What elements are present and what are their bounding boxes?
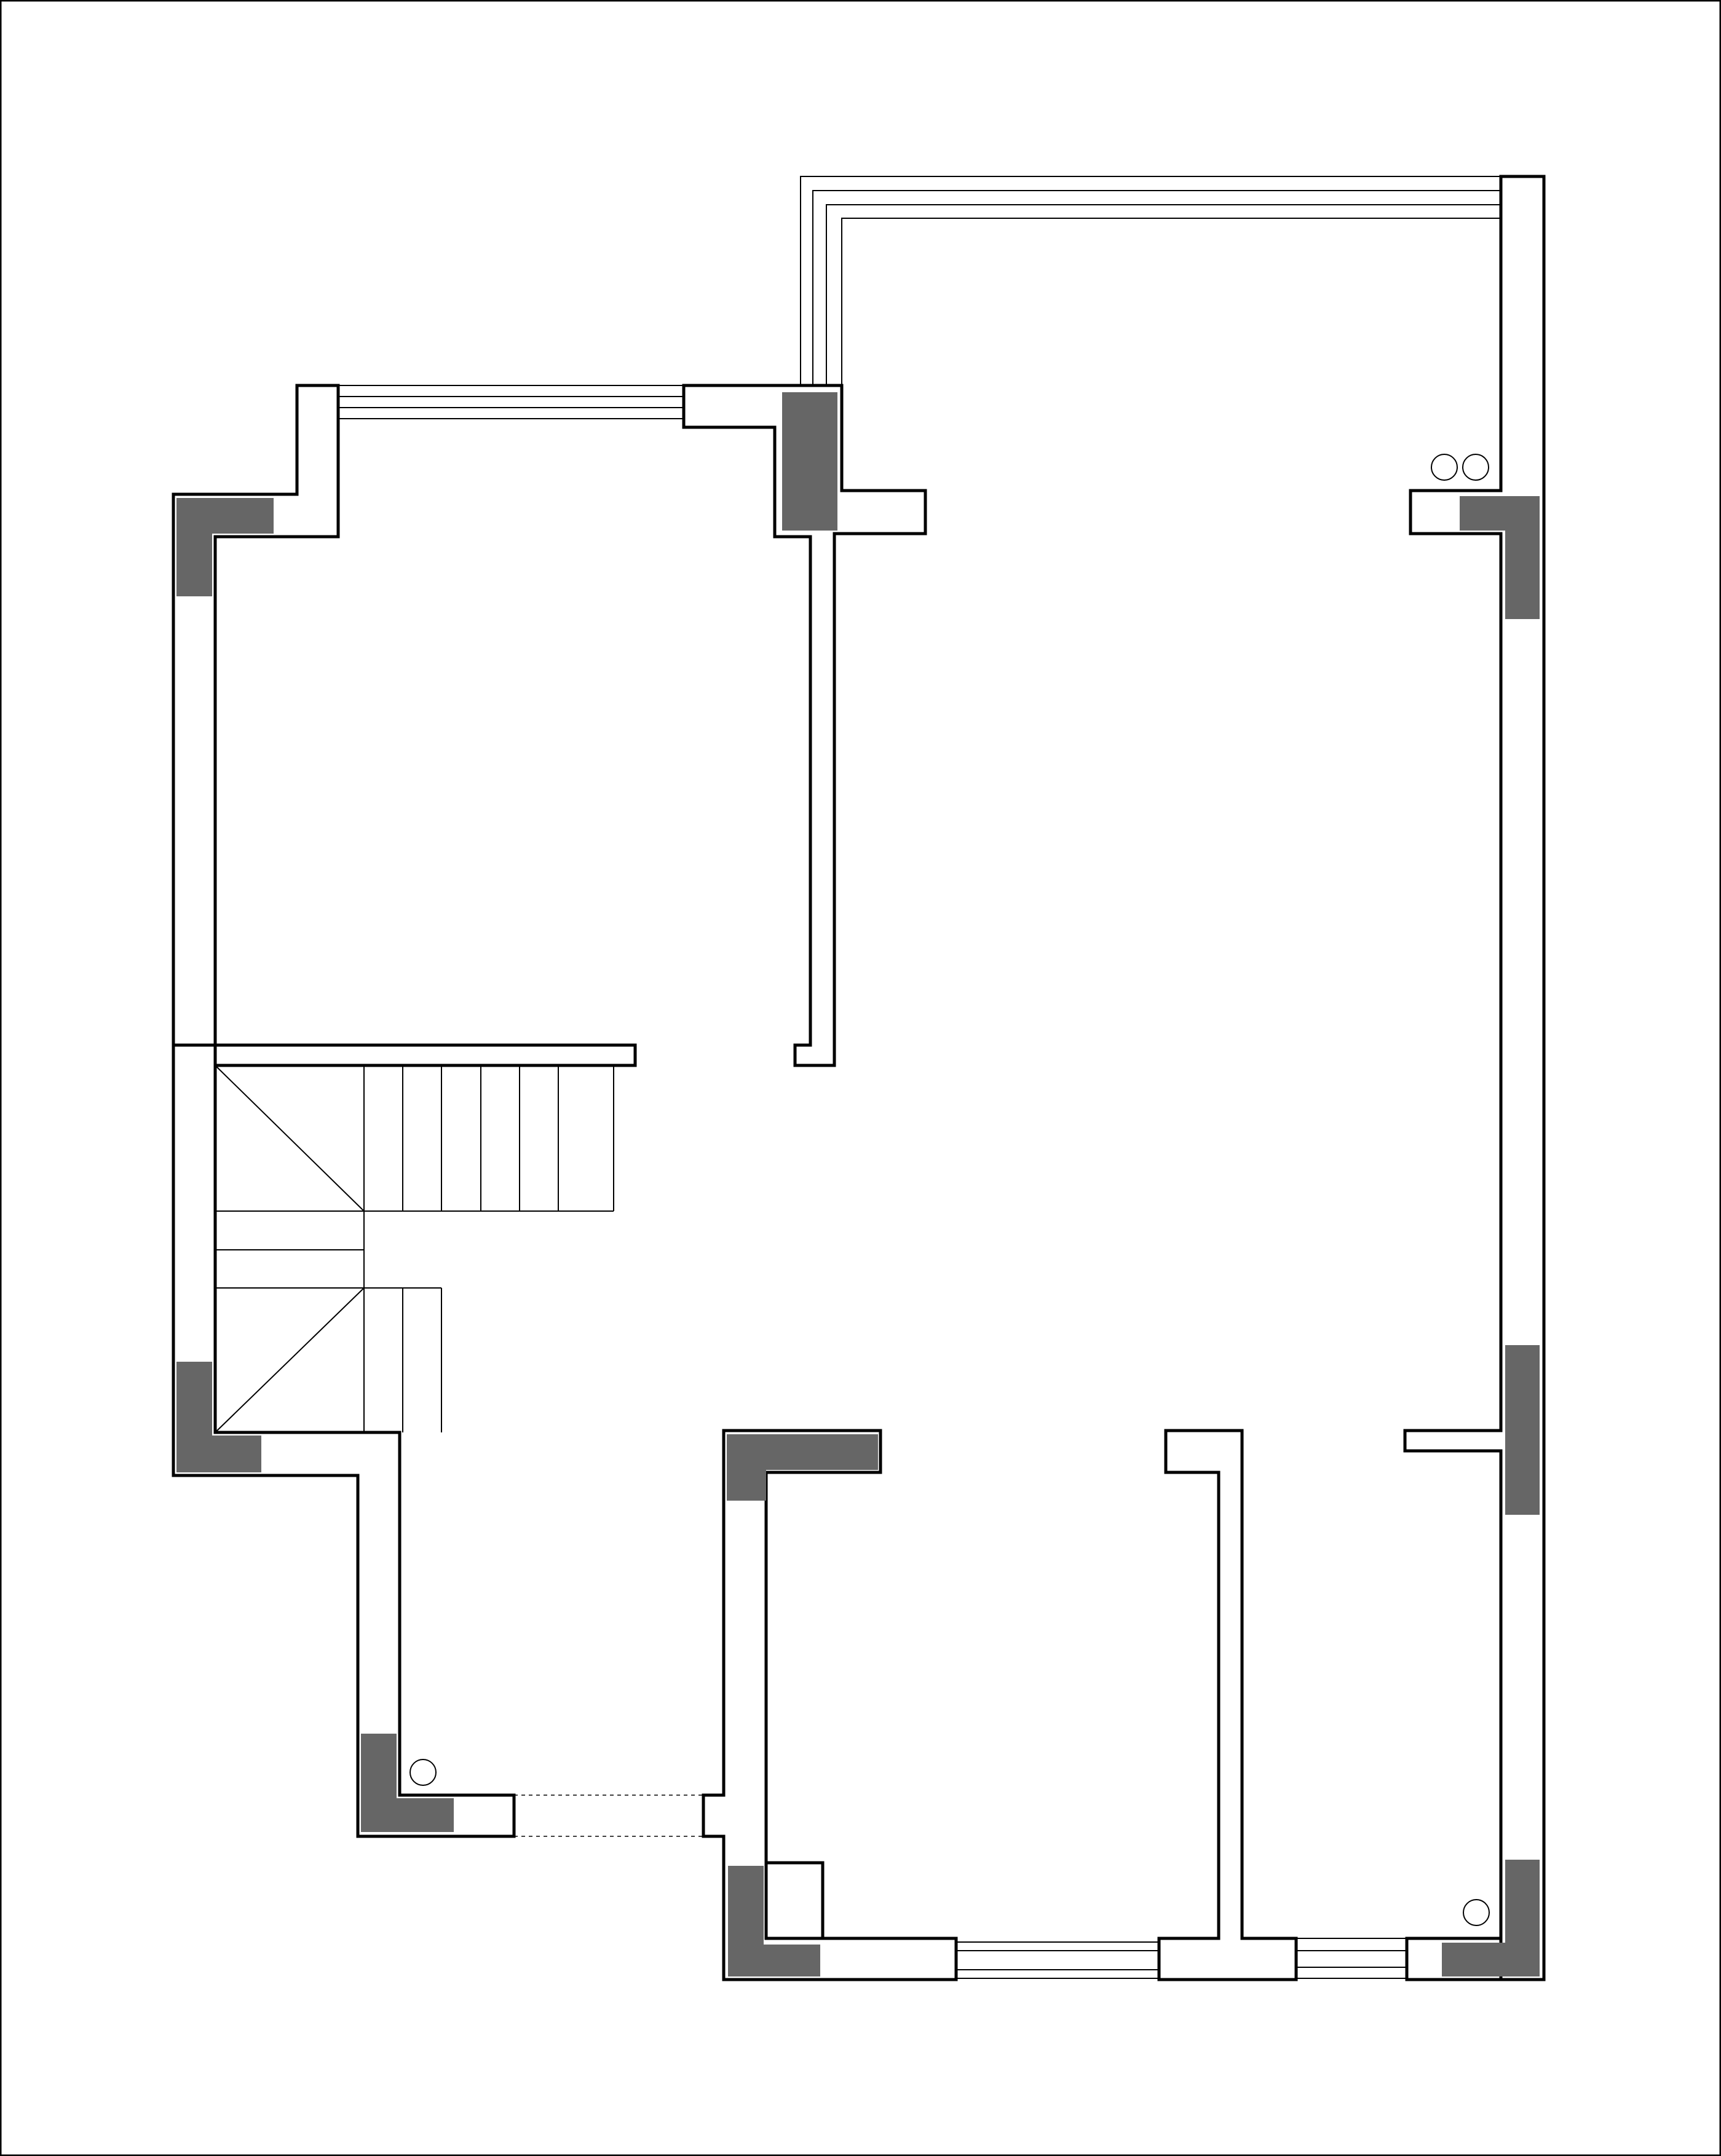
column-8b — [728, 1945, 820, 1976]
column-9b — [1442, 1943, 1540, 1976]
pipe-shafts — [409, 454, 1490, 1926]
column-7b — [361, 1798, 454, 1832]
column-3b — [1460, 496, 1540, 531]
pipe-shaft — [1431, 454, 1458, 481]
column-4b — [176, 1435, 261, 1472]
wall-inner-right — [1157, 1429, 1298, 1981]
entrance-doorway — [514, 1795, 703, 1837]
wall-right-outer — [1403, 175, 1546, 1981]
wall-left-outer — [172, 384, 340, 1047]
window-top-left — [338, 385, 684, 419]
structural-columns — [176, 392, 1540, 1976]
window-bottom-right — [1296, 1938, 1407, 1979]
column-2 — [782, 392, 837, 531]
wall-bedroom-bottom — [213, 1043, 637, 1067]
column-5b — [727, 1434, 878, 1470]
column-1b — [176, 498, 274, 534]
column-6 — [1505, 1345, 1540, 1515]
staircase — [215, 1065, 614, 1433]
pipe-shaft — [1462, 454, 1489, 481]
window-bottom-center — [956, 1941, 1159, 1979]
pipe-shaft — [1463, 1899, 1490, 1926]
pipe-shaft — [409, 1759, 437, 1786]
kitchen-niche — [764, 1861, 825, 1940]
balcony-railing — [800, 176, 1501, 384]
